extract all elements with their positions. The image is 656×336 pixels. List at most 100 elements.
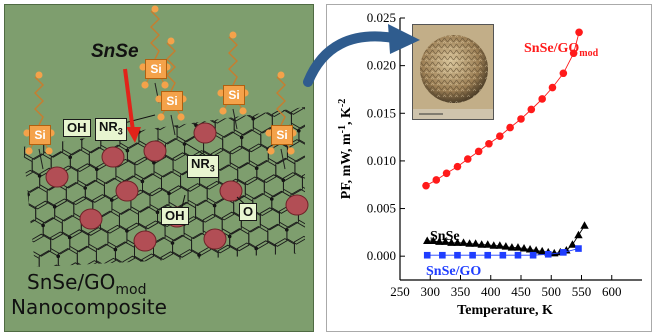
hexagon-cell (263, 174, 284, 198)
hexagon-cell (237, 162, 258, 186)
data-point (517, 115, 525, 123)
y-tick-label: 0.005 (367, 201, 396, 216)
hexagon-cell (58, 107, 79, 109)
carbon-atom (201, 303, 205, 307)
hexagon-cell (256, 159, 277, 184)
data-point (422, 181, 430, 190)
sem-micrograph-inset (412, 24, 494, 120)
carbon-atom (153, 81, 157, 85)
hexagon-cell (149, 187, 170, 211)
data-point (519, 244, 529, 252)
hexagon-cell (275, 157, 296, 181)
oxygen-text: O (243, 204, 254, 219)
hexagon-cell (203, 297, 222, 319)
hexagon-cell (107, 224, 128, 248)
hexagon-cell (187, 265, 208, 267)
hexagon-cell (195, 199, 216, 223)
series-label: SnSe/GOmod (524, 41, 599, 59)
hexagon-cell (99, 210, 120, 234)
hexagon-cell (54, 198, 75, 222)
hexagon-cell (23, 202, 37, 226)
hexagon-cell (5, 321, 12, 332)
hexagon-cell (169, 268, 188, 290)
hexagon-cell (229, 145, 250, 169)
hexagon-cell (78, 84, 97, 106)
data-point (568, 240, 577, 248)
carbon-atom (29, 323, 33, 327)
y-axis-label: PF, mW, m-1, K-2 (337, 99, 354, 199)
carbon-atom (210, 74, 214, 78)
hydroxyl-text: OH (67, 120, 87, 135)
hexagon-cell (269, 62, 288, 84)
hexagon-cell (85, 107, 106, 121)
silane-chain (217, 31, 249, 130)
data-point (465, 239, 474, 247)
chain-end-atom (229, 31, 237, 39)
data-point (499, 251, 507, 259)
red-pointer-arrowhead-icon (126, 127, 141, 143)
data-point (513, 243, 523, 251)
data-point (423, 251, 431, 259)
hexagon-cell (23, 139, 26, 163)
hexagon-cell (76, 245, 97, 267)
oxygen-atom (287, 147, 295, 155)
data-point (559, 69, 568, 78)
hexagon-cell (244, 176, 265, 200)
carbon-atom (11, 162, 15, 166)
series-line (425, 32, 580, 187)
hexagon-cell (290, 269, 309, 291)
hexagon-cell (103, 257, 124, 267)
data-point (580, 221, 589, 229)
data-point (544, 250, 552, 258)
hexagon-cell (222, 131, 243, 155)
carbon-atom (212, 284, 216, 288)
hexagon-cell (244, 258, 265, 267)
carbon-atom (186, 272, 190, 276)
hydroxyl-tag-bottom: OH (161, 207, 189, 225)
hexagon-cell (65, 181, 86, 206)
sem-sphere-image (413, 25, 493, 119)
data-point (442, 169, 451, 178)
snse-nanoparticle (45, 166, 69, 188)
hexagon-cell (23, 221, 25, 245)
hexagon-cell (286, 221, 305, 245)
y-tick-label: 0.020 (367, 58, 396, 73)
hexagon-cell (233, 276, 252, 298)
data-point (463, 155, 472, 163)
hexagon-cell (241, 129, 262, 153)
silane-box-2: Si (145, 59, 167, 79)
carbon-atom (242, 265, 247, 267)
hexagon-cell (23, 107, 30, 130)
data-point (495, 241, 505, 249)
series-2 (423, 245, 582, 259)
data-point (537, 246, 547, 255)
oxygen-atom (219, 107, 227, 115)
hexagon-cell (204, 52, 223, 74)
oxygen-atom (141, 81, 149, 89)
hexagon-cell (168, 185, 189, 209)
hexagon-cell (279, 288, 298, 310)
series-label: SnSe (430, 229, 460, 244)
hexagon-cell (5, 191, 9, 213)
oxygen-atom (45, 147, 53, 155)
snse-nanoparticle (115, 180, 139, 202)
silane-box-4: Si (223, 85, 245, 105)
x-tick-label: 550 (572, 284, 592, 299)
chain-end-atom (277, 71, 285, 79)
x-tick-label: 350 (451, 284, 471, 299)
hexagon-cell (42, 217, 63, 241)
data-point (527, 105, 536, 114)
hexagon-cell (187, 183, 208, 207)
carbon-atom (309, 110, 313, 114)
composite-title-subscript: mod (115, 282, 147, 298)
carbon-atom (64, 107, 69, 110)
silane-chain (139, 5, 171, 104)
graphene-sheet (5, 52, 315, 332)
y-tick-label: 0.025 (367, 10, 396, 25)
hexagon-cell (241, 293, 260, 315)
hexagon-cell (138, 206, 158, 230)
hexagon-cell (293, 235, 305, 259)
hexagon-cell (310, 267, 315, 289)
hexagon-cell (298, 286, 314, 308)
data-point (474, 147, 483, 156)
